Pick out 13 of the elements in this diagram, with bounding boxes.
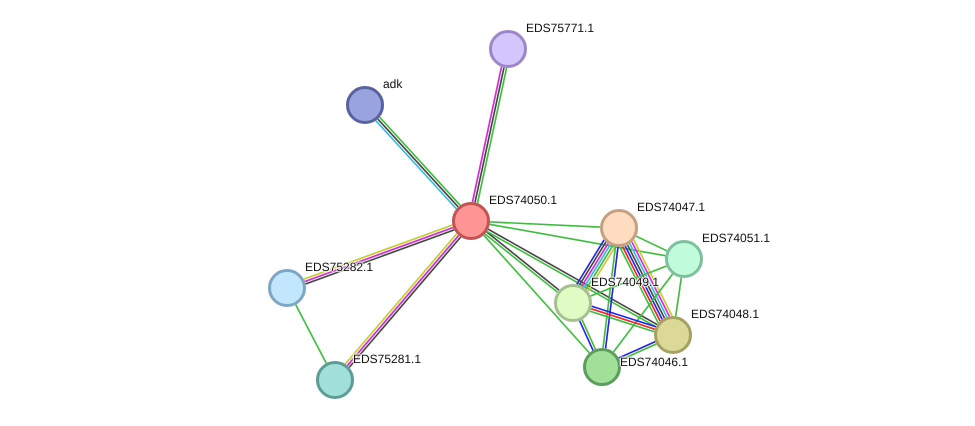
node-label: EDS74048.1	[691, 307, 760, 321]
interaction-line	[604, 246, 619, 348]
node-label: EDS74047.1	[637, 200, 706, 214]
interaction-line	[490, 224, 666, 256]
interaction-line	[674, 278, 682, 316]
node-label: adk	[383, 77, 402, 91]
node-label: EDS74051.1	[702, 231, 770, 245]
node-label: EDS74050.1	[489, 193, 558, 207]
interaction-line	[483, 234, 590, 354]
node-label: EDS75771.1	[526, 21, 594, 35]
interaction-line	[602, 246, 616, 348]
node-label: EDS74046.1	[620, 355, 688, 369]
interaction-line	[490, 221, 600, 228]
